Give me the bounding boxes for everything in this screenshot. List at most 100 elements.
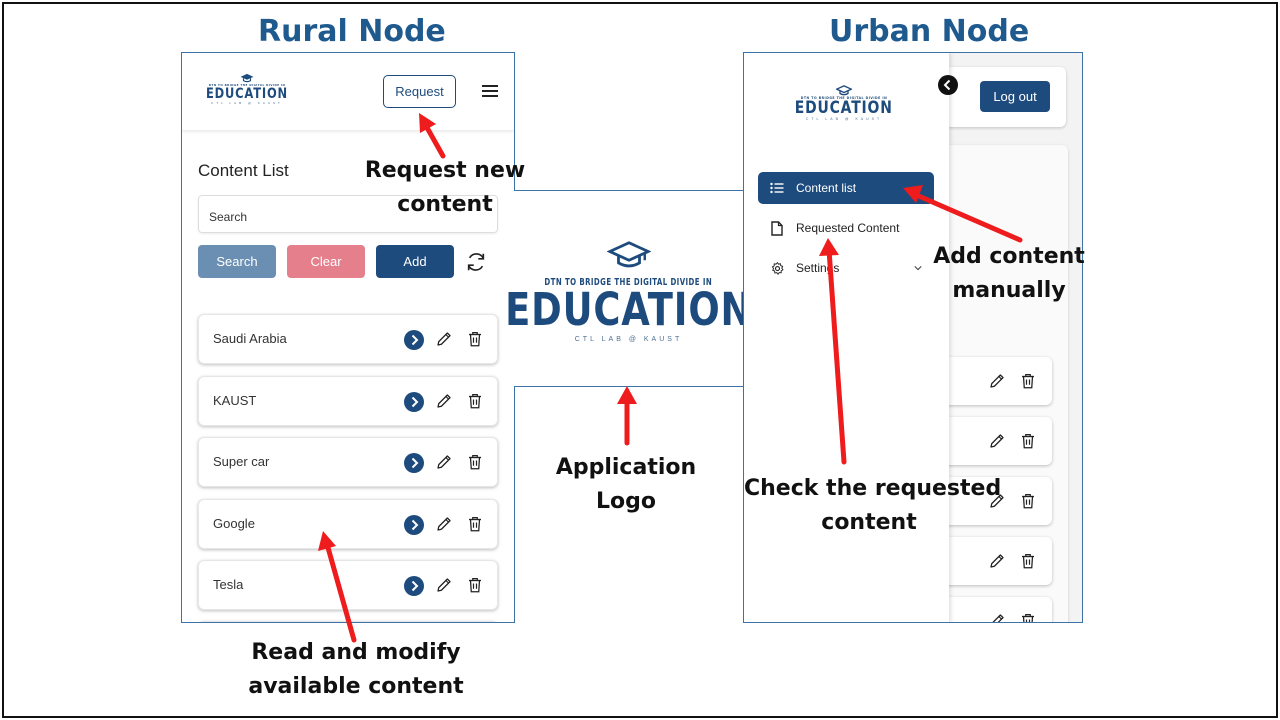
logo-tagline: DTN TO BRIDGE THE DIGITAL DIVIDE IN <box>208 83 286 87</box>
pencil-icon[interactable] <box>435 453 453 476</box>
annotation-line: available content <box>248 674 464 699</box>
rural-node-title: Rural Node <box>258 14 446 49</box>
logo-subline: CTL LAB @ KAUST <box>574 336 683 343</box>
logo-wordmark: EDUCATION <box>206 86 288 102</box>
annotation-line: manually <box>952 278 1066 303</box>
search-button[interactable]: Search <box>198 245 276 278</box>
logo-tagline: DTN TO BRIDGE THE DIGITAL DIVIDE IN <box>544 277 713 288</box>
refresh-icon[interactable] <box>465 251 487 273</box>
search-input[interactable]: Search <box>198 195 498 233</box>
trash-icon[interactable] <box>1019 552 1037 575</box>
arrow-add-manually <box>911 191 1023 243</box>
annotation-line: Request new <box>364 158 526 183</box>
annotation-add-manually: Add content manually <box>930 240 1088 308</box>
logo-subline: CTL LAB @ KAUST <box>211 101 283 105</box>
clear-button[interactable]: Clear <box>287 245 365 278</box>
menu-item-requested-content[interactable]: Requested Content <box>758 212 934 244</box>
annotation-line: Add content <box>933 244 1085 269</box>
annotation-request-new: Request new content <box>362 154 528 222</box>
content-list-item[interactable] <box>944 597 1052 622</box>
pencil-icon[interactable] <box>988 492 1006 515</box>
hamburger-menu-icon[interactable] <box>482 84 498 98</box>
trash-icon[interactable] <box>1019 492 1037 515</box>
content-list-item[interactable] <box>944 477 1052 525</box>
center-logo-box: DTN TO BRIDGE THE DIGITAL DIVIDE IN EDUC… <box>505 190 751 387</box>
content-item-name: Super car <box>213 454 270 469</box>
list-icon <box>758 182 796 194</box>
content-list-item[interactable] <box>944 417 1052 465</box>
trash-icon[interactable] <box>466 392 484 415</box>
drawer-logo: DTN TO BRIDGE THE DIGITAL DIVIDE IN EDUC… <box>795 85 892 121</box>
arrow-request <box>422 121 446 159</box>
arrow-read-modify <box>324 541 357 643</box>
pencil-icon[interactable] <box>435 515 453 538</box>
pencil-icon[interactable] <box>988 552 1006 575</box>
trash-icon[interactable] <box>466 453 484 476</box>
rural-app-header: DTN TO BRIDGE THE DIGITAL DIVIDE IN EDUC… <box>182 53 514 131</box>
content-item-name: Google <box>213 515 255 531</box>
close-circle-icon[interactable] <box>938 75 958 95</box>
arrowhead <box>819 238 839 256</box>
trash-icon[interactable] <box>466 576 484 599</box>
arrowhead <box>617 386 637 404</box>
chevron-down-icon <box>914 266 922 271</box>
open-item-icon[interactable] <box>404 330 424 355</box>
pencil-icon[interactable] <box>988 612 1006 622</box>
arrowhead <box>318 531 336 551</box>
graduation-cap-icon <box>240 73 254 83</box>
urban-phone-screen: Log out DTN TO BRIDGE THE DIGITAL DIVIDE… <box>743 52 1083 623</box>
graduation-cap-icon <box>836 85 852 96</box>
trash-icon[interactable] <box>466 515 484 538</box>
menu-label: Requested Content <box>796 221 900 235</box>
annotation-line: content <box>821 510 917 535</box>
add-button[interactable]: Add <box>376 245 454 278</box>
content-list-item[interactable]: Google <box>198 498 498 549</box>
side-drawer: DTN TO BRIDGE THE DIGITAL DIVIDE IN EDUC… <box>744 53 949 622</box>
content-list-item[interactable] <box>944 537 1052 585</box>
content-item-name: KAUST <box>213 392 257 408</box>
search-placeholder: Search <box>209 210 248 224</box>
logo-tagline: DTN TO BRIDGE THE DIGITAL DIVIDE IN <box>800 96 888 100</box>
pencil-icon[interactable] <box>988 372 1006 395</box>
content-list-item[interactable]: Saudi Arabia <box>198 314 498 364</box>
annotation-line: Logo <box>596 489 656 514</box>
arrow-check-requested <box>826 247 847 465</box>
annotation-line: Check the requested <box>744 476 1002 501</box>
content-list-item[interactable]: KAUST <box>198 375 498 426</box>
content-list-title: Content List <box>198 161 289 180</box>
content-list-item[interactable]: Super car <box>198 437 498 487</box>
request-button[interactable]: Request <box>383 75 456 108</box>
arrowhead <box>419 113 436 133</box>
pencil-icon[interactable] <box>435 576 453 599</box>
logo-wordmark: EDUCATION <box>795 98 893 118</box>
content-list-item[interactable] <box>944 357 1052 405</box>
trash-icon[interactable] <box>1019 432 1037 455</box>
trash-icon[interactable] <box>1019 372 1037 395</box>
annotation-read-modify: Read and modify available content <box>234 636 478 704</box>
pencil-icon[interactable] <box>435 330 453 353</box>
pencil-icon[interactable] <box>435 392 453 415</box>
open-item-icon[interactable] <box>404 391 424 417</box>
open-item-icon[interactable] <box>404 453 424 478</box>
rural-header-logo: DTN TO BRIDGE THE DIGITAL DIVIDE IN EDUC… <box>206 73 287 105</box>
urban-node-title: Urban Node <box>829 14 1030 49</box>
trash-icon[interactable] <box>466 330 484 353</box>
arrowhead <box>903 185 923 203</box>
logo-wordmark: EDUCATION <box>504 283 753 336</box>
pencil-icon[interactable] <box>988 432 1006 455</box>
trash-icon[interactable] <box>1019 612 1037 622</box>
menu-label: Content list <box>796 181 857 195</box>
application-logo: DTN TO BRIDGE THE DIGITAL DIVIDE IN EDUC… <box>505 241 751 343</box>
logout-button[interactable]: Log out <box>980 81 1050 112</box>
open-item-icon[interactable] <box>404 576 424 601</box>
gear-icon <box>758 261 796 276</box>
document-icon <box>758 220 796 236</box>
annotation-line: Application <box>555 455 697 480</box>
open-item-icon[interactable] <box>404 514 424 540</box>
annotation-check-requested: Check the requested content <box>744 472 1002 540</box>
rural-phone-screen: DTN TO BRIDGE THE DIGITAL DIVIDE IN EDUC… <box>181 52 515 623</box>
content-item-name: Tesla <box>213 577 244 592</box>
annotation-line: Read and modify <box>251 640 461 665</box>
